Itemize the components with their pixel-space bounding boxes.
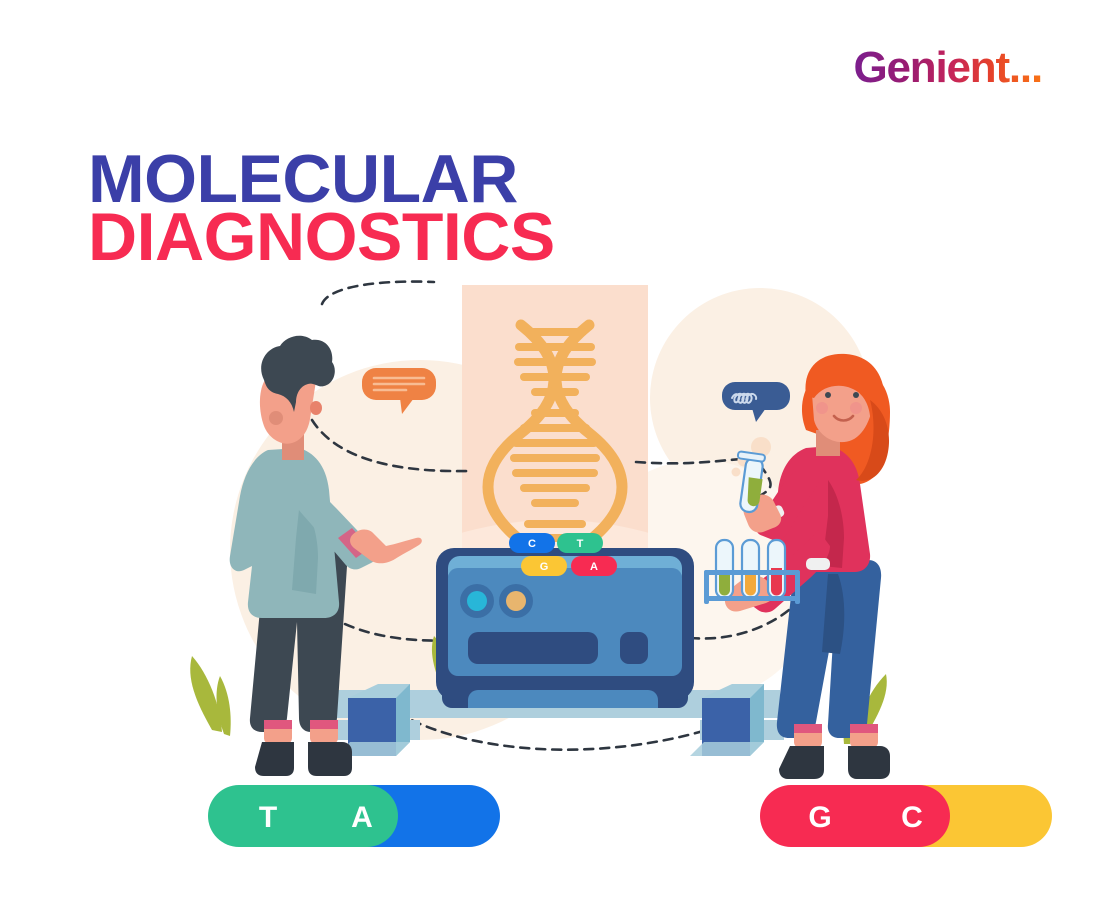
- speech-bubble-right: [722, 382, 790, 422]
- machine-knob-1[interactable]: [467, 591, 487, 611]
- pill-left-letter-a: A: [351, 801, 373, 834]
- person-left-shoe-1: [255, 742, 294, 776]
- machine-knob-2[interactable]: [506, 591, 526, 611]
- speech-bubble-left: [362, 368, 436, 414]
- pill-right-letter-c: C: [901, 801, 923, 834]
- dashed-connector: [303, 280, 804, 751]
- page-title: MOLECULAR DIAGNOSTICS: [88, 141, 555, 276]
- nucleotide-chip-g-label: G: [540, 561, 549, 573]
- 3d-cube-left: [336, 684, 410, 756]
- pill-right-letter-g: G: [808, 801, 831, 834]
- 3d-cube-right: [690, 684, 764, 756]
- nucleotide-chip-a[interactable]: A: [571, 556, 617, 576]
- nucleotide-chip-c[interactable]: C: [509, 533, 555, 553]
- illustration-scene: C T G A: [0, 250, 1100, 900]
- nucleotide-chip-c-label: C: [528, 538, 536, 550]
- dna-double-helix: [482, 319, 628, 547]
- nucleotide-chip-g[interactable]: G: [521, 556, 567, 576]
- page-title-line-1: MOLECULAR: [88, 141, 518, 217]
- nucleotide-chip-t[interactable]: T: [557, 533, 603, 553]
- nucleotide-pill-right[interactable]: G C: [760, 785, 1052, 847]
- person-left-hand: [350, 529, 422, 564]
- pill-left-letter-t: T: [259, 801, 277, 834]
- nucleotide-chip-a-label: A: [590, 561, 598, 573]
- brand-logo[interactable]: Genient...: [853, 43, 1044, 92]
- pcr-thermal-cycler[interactable]: [436, 548, 694, 708]
- nucleotide-chip-t-label: T: [577, 538, 584, 550]
- scientist-with-test-tubes: [724, 353, 890, 779]
- person-left-hair: [261, 335, 335, 412]
- person-right-shoe-2: [848, 746, 890, 779]
- test-tube-rack: [704, 538, 800, 604]
- person-left-shoe-2: [308, 742, 352, 776]
- person-right-shoe-1: [779, 746, 824, 779]
- person-right-hair-front: [805, 353, 885, 432]
- held-test-tube: [736, 450, 766, 514]
- person-left-head: [259, 376, 316, 444]
- squiggle-icon: [731, 392, 758, 404]
- machine-display-panel[interactable]: [468, 632, 598, 664]
- page-title-line-2: DIAGNOSTICS: [88, 199, 555, 276]
- nucleotide-pill-left[interactable]: T A: [208, 785, 500, 847]
- scientist-pointing: [229, 335, 422, 776]
- machine-drawer-inner: [468, 690, 658, 708]
- machine-side-button[interactable]: [620, 632, 648, 664]
